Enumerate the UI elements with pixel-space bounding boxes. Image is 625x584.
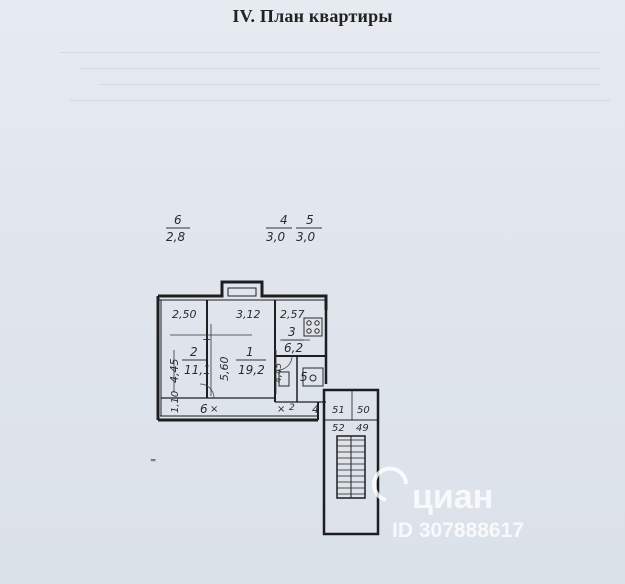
stairwell: [322, 388, 380, 536]
dimension-label: 51: [332, 405, 345, 416]
sink-icon: [278, 371, 290, 387]
room-label: 1 19,2: [236, 345, 266, 377]
floor-indicator: 6 2,8: [166, 213, 190, 244]
watermark-id: ID 307888617: [392, 519, 524, 542]
faint-bleed-line: [80, 68, 600, 69]
dimension-label: 52: [332, 423, 345, 434]
floor-indicator: 5 3,0: [296, 213, 322, 244]
dimension-label: 4,45: [168, 359, 181, 384]
floor-number: 5: [306, 213, 314, 227]
watermark-brand: циан: [412, 478, 493, 516]
floor-indicator: 4 3,0: [266, 213, 292, 244]
dimension-scribble: 2: [289, 403, 295, 413]
cian-watermark: циан ID 307888617: [372, 466, 524, 542]
svg-text:3: 3: [288, 325, 296, 339]
dimension-label: 2,50: [172, 308, 197, 321]
stray-pen-mark: ⁼: [150, 455, 156, 469]
floor-number: 6: [174, 213, 182, 227]
page-title: IV. План квартиры: [232, 6, 393, 26]
svg-text:2: 2: [190, 345, 198, 359]
floor-height: 3,0: [296, 230, 315, 244]
bathtub-icon: [302, 367, 324, 387]
apartment-walls: [156, 280, 328, 422]
dim-marker: ×: [210, 404, 218, 415]
faint-bleed-line: [60, 52, 600, 53]
dim-marker: ×: [277, 404, 285, 415]
faint-bleed-line: [70, 100, 610, 101]
floor-height: 3,0: [266, 230, 285, 244]
faint-bleed-line: [100, 84, 600, 85]
dimension-label: 4,45: [274, 363, 284, 383]
floor-number: 4: [280, 213, 288, 227]
dimension-label: 4: [312, 403, 319, 416]
svg-text:11,1: 11,1: [184, 363, 211, 377]
room-label: 3 6,2: [282, 325, 304, 355]
dimension-label: 2,57: [280, 308, 305, 321]
svg-text:6,2: 6,2: [284, 341, 303, 355]
dimension-label: 49: [356, 423, 369, 434]
floor-height: 2,8: [166, 230, 185, 244]
room-number: 6: [200, 402, 208, 416]
dimension-label: 3,12: [236, 308, 261, 321]
dimension-label: 5,60: [218, 357, 231, 382]
center-cross: +: [202, 333, 211, 346]
svg-text:1: 1: [246, 345, 254, 359]
dimension-label: 1,10: [170, 391, 181, 413]
cian-logo-icon: [372, 466, 408, 502]
room-number: 5: [300, 370, 308, 384]
door-swing: [199, 355, 293, 399]
stove-icon: [303, 317, 323, 337]
svg-text:19,2: 19,2: [238, 363, 265, 377]
room-label: 2 11,1: [182, 345, 211, 377]
dimension-label: 50: [357, 405, 370, 416]
